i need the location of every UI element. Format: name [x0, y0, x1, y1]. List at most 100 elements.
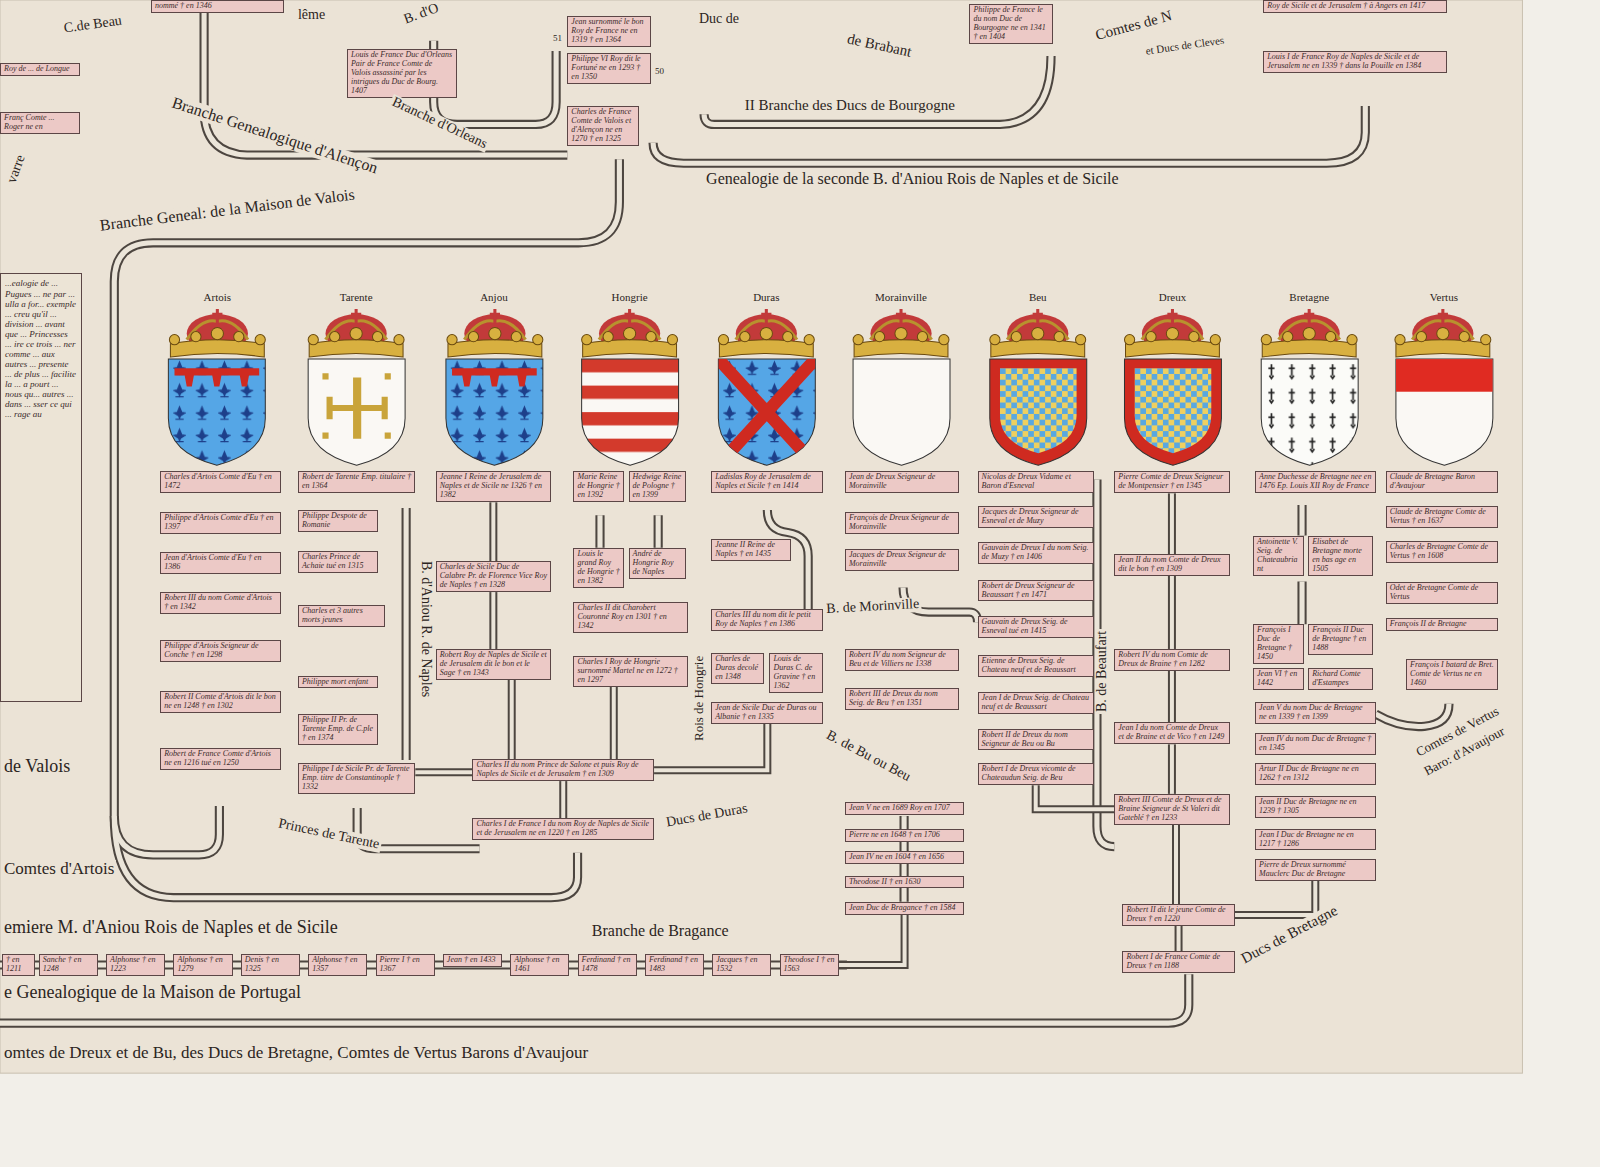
connector-tube	[613, 687, 614, 759]
connector-tube	[1178, 926, 1179, 951]
tube-outline	[1168, 744, 1176, 794]
box-text: Charles de Duras decolé en 1348	[715, 655, 760, 682]
box-text: Pierre de Dreux surnommé Mauclerc Duc de…	[1259, 861, 1371, 879]
genealogy-box: Jean I de Dreux Seig. de Chateau neuf et…	[978, 692, 1094, 714]
genealogy-box: Jean II du nom Comte de Dreux dit le bon…	[1114, 554, 1229, 576]
genealogy-box: Artur II Duc de Bretagne ne en 1262 † en…	[1255, 763, 1375, 785]
box-text: Philippe de France le du nom Duc de Bour…	[973, 6, 1049, 42]
genealogy-box: François I Duc de Bretagne † 1450	[1253, 624, 1304, 664]
genealogy-box: Alphonse † en 1357	[308, 954, 367, 976]
tube-inner	[1170, 576, 1174, 649]
tube-outline	[1168, 493, 1176, 554]
box-text: Louis le grand Roy de Hongrie † en 1382	[577, 550, 620, 586]
box-text: Robert de Tarente Emp. titulaire † en 13…	[302, 473, 411, 491]
column-header: Vertus	[1428, 292, 1460, 304]
branch-label: Genealogie de la seconde B. d'Aniou Rois…	[704, 171, 1121, 188]
genealogy-box: Charles I de France I du nom Roy de Napl…	[472, 818, 654, 840]
tube-outline	[654, 724, 767, 770]
box-text: Nicolas de Dreux Vidame et Baron d'Esnev…	[982, 473, 1090, 491]
box-text: Theodose I † en 1563	[784, 956, 835, 974]
genealogy-box: Ferdinand † en 1478	[578, 954, 637, 976]
box-text: Jean I de Dreux Seig. de Chateau neuf et…	[982, 694, 1090, 712]
box-text: Charles Prince de Achaie tué en 1315	[302, 553, 374, 571]
genealogy-box: Theodose II † en 1630	[845, 876, 964, 889]
genealogy-box: Jean II Duc de Bretagne ne en 1239 † 130…	[1255, 796, 1375, 818]
plate	[0, 0, 1522, 1073]
box-text: François de Dreux Seigneur de Morainvill…	[849, 514, 955, 532]
genealogy-box: Jean I du nom Comte de Dreux et de Brain…	[1114, 722, 1229, 744]
box-text: Philippe mort enfant	[302, 678, 374, 687]
genealogy-box: Philippe II Pr. de Tarente Emp. de C.ple…	[298, 714, 378, 745]
box-text: Charles d'Artois Comte d'Eu † en 1472	[164, 473, 276, 491]
genealogy-box: Roy de ... de Longue	[0, 63, 80, 76]
connector-tube	[1036, 785, 1115, 809]
genealogy-box: Charles et 3 autres morts jeunes	[298, 605, 385, 627]
box-text: Anne Duchesse de Bretagne nee en 1476 Ep…	[1259, 473, 1371, 491]
genealogy-box: Jean I Duc de Bretagne ne en 1217 † 1286	[1255, 829, 1375, 851]
column-header: Artois	[202, 292, 234, 304]
genealogy-box: Pierre de Dreux surnommé Mauclerc Duc de…	[1255, 859, 1375, 881]
branch-label: Ducs de Bretagne	[1237, 902, 1342, 968]
connector-tube	[1171, 744, 1172, 794]
genealogy-box: Jean IV du nom Duc de Bretagne † en 1345	[1255, 733, 1375, 755]
genealogy-box: Robert III Comte de Dreux et de Braine S…	[1114, 794, 1229, 825]
genealogy-box: Jacques † en 1532	[712, 954, 771, 976]
genealogy-box: Robert IV du nom Comte de Dreux de Brain…	[1114, 649, 1229, 671]
genealogy-box: Philippe d'Artois Comte d'Eu † en 1397	[160, 512, 280, 534]
box-text: Jean Duc de Bragance † en 1584	[849, 904, 960, 913]
box-text: Charles de Sicile Duc de Calabre Pr. de …	[440, 563, 547, 590]
box-text: Jean † en 1433	[447, 956, 498, 965]
genealogy-box: Charles II dit Charobert Couronné Roy en…	[573, 602, 687, 633]
branch-label: Branche Genealogique d'Alençon	[168, 94, 382, 178]
genealogy-box: Jean V ne en 1689 Roy en 1707	[845, 802, 964, 815]
tube-outline	[1168, 576, 1176, 649]
box-text: Jean I du nom Comte de Dreux et de Brain…	[1118, 724, 1225, 742]
shield-hongrie	[582, 359, 679, 465]
genealogy-box: nommé † en 1346	[151, 0, 284, 13]
box-text: Jean de Dreux Seigneur de Morainville	[849, 473, 955, 491]
column-header: Hongrie	[610, 292, 650, 304]
box-text: Charles III du nom dit le petit Roy de N…	[715, 611, 819, 629]
box-text: Franç Comte ... Roger ne en	[4, 114, 76, 132]
box-text: Jacques de Dreux Seigneur de Morainville	[849, 551, 955, 569]
branch-label: Comtes de N	[1092, 7, 1176, 44]
box-text: Richard Comte d'Estampes	[1312, 670, 1369, 688]
genealogy-box: Robert I de Dreux vicomte de Chateaudun …	[978, 763, 1094, 785]
genealogy-box: François de Dreux Seigneur de Morainvill…	[845, 512, 959, 534]
box-text: Ferdinand † en 1483	[649, 956, 700, 974]
box-text: Louis de France Duc d'Orleans Pair de Fr…	[351, 51, 453, 96]
box-text: Jean d'Artois Comte d'Eu † en 1386	[164, 554, 276, 572]
tube-inner	[561, 781, 565, 818]
genealogy-box: Charles de Bretagne Comte de Vertus † en…	[1386, 541, 1498, 563]
box-text: Claude de Bretagne Baron d'Avaujour	[1390, 473, 1494, 491]
genealogy-box: Robert IV du nom Seigneur de Beu et de V…	[845, 649, 959, 671]
branch-label: 50	[653, 67, 666, 76]
genealogy-box: Ferdinand † en 1483	[645, 954, 704, 976]
genealogy-box: Elisabet de Bretagne morte en bas age en…	[1308, 536, 1373, 576]
connector-tube	[1176, 825, 1177, 904]
branch-label: varre	[4, 151, 29, 187]
branch-label: et Ducs de Cleves	[1143, 34, 1227, 57]
tube-outline	[839, 915, 905, 965]
genealogy-box: Richard Comte d'Estampes	[1308, 668, 1373, 690]
box-text: Jean II du nom Comte de Dreux dit le bon…	[1118, 556, 1225, 574]
tube-outline	[1036, 785, 1115, 809]
tube-outline	[489, 592, 497, 649]
shield-bretagne	[1261, 359, 1358, 465]
box-text: Alphonse † en 1461	[514, 956, 565, 974]
branch-label: B. de Morinville	[824, 597, 922, 617]
box-text: Alphonse † en 1223	[110, 956, 161, 974]
branch-label: Branche d'Orleans	[388, 94, 491, 153]
shield-artois	[168, 359, 265, 465]
genealogy-box: Alphonse † en 1223	[106, 954, 165, 976]
tube-inner	[1174, 825, 1178, 904]
tube-inner	[491, 592, 495, 649]
box-text: Jean II Duc de Bretagne ne en 1239 † 130…	[1259, 798, 1371, 816]
genealogy-box: Charles d'Artois Comte d'Eu † en 1472	[160, 471, 280, 493]
box-text: Gauvain de Dreux Seig. de Esneval tué en…	[982, 618, 1090, 636]
genealogy-box: Philippe mort enfant	[298, 676, 378, 689]
genealogy-box: Charles I Roy de Hongrie surnommé Martel…	[573, 656, 687, 687]
genealogy-box: Nicolas de Dreux Vidame et Baron d'Esnev…	[978, 471, 1094, 493]
tube-outline	[1168, 671, 1176, 723]
